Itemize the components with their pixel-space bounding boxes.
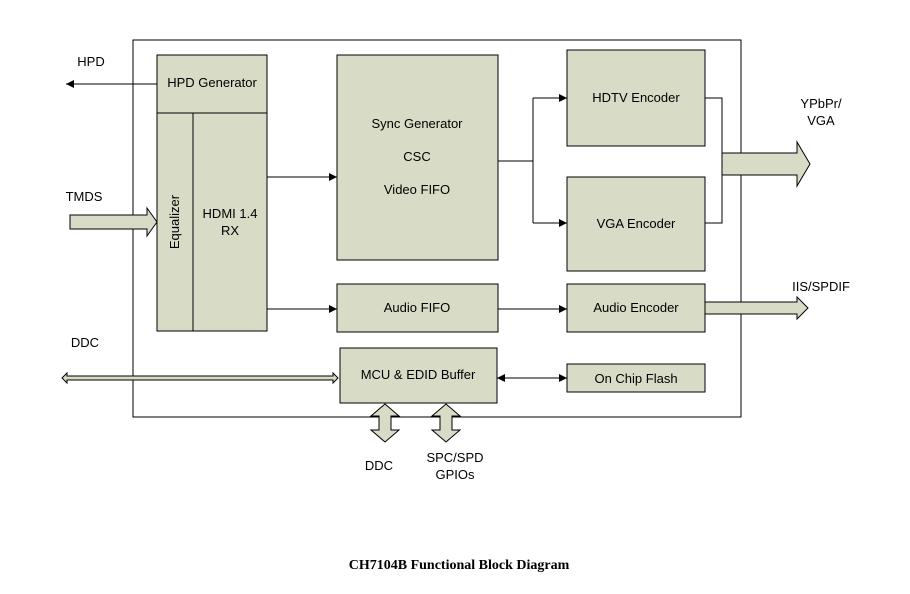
ypbpr-vga-output-arrow [721, 140, 811, 188]
ddc-bottom-arrow [369, 403, 401, 443]
hdmi-rx-block: HDMI 1.4 RX [192, 112, 268, 332]
audio-fifo-block: Audio FIFO [336, 283, 499, 333]
hpd-generator-block: HPD Generator [156, 54, 268, 114]
ddc-bidirectional-arrow [61, 371, 339, 385]
tmds-signal-label: TMDS [66, 189, 103, 204]
csc-label: CSC [403, 149, 430, 164]
video-fifo-label: Video FIFO [384, 182, 450, 197]
equalizer-block: Equalizer [156, 112, 194, 332]
ypbpr-vga-label-line2: VGA [807, 113, 835, 128]
vga-encoder-block: VGA Encoder [566, 176, 706, 272]
vga-encoder-label: VGA Encoder [597, 216, 676, 231]
spc-spd-label-line1: SPC/SPD [426, 450, 483, 465]
mcu-edid-buffer-label: MCU & EDID Buffer [361, 367, 476, 382]
hdmi-rx-label-line1: HDMI 1.4 [203, 206, 258, 221]
diagram-title: CH7104B Functional Block Diagram [349, 558, 570, 573]
mcu-edid-buffer-block: MCU & EDID Buffer [339, 347, 498, 404]
iis-spdif-signal-label: IIS/SPDIF [792, 279, 850, 294]
audio-fifo-label: Audio FIFO [384, 300, 450, 315]
tmds-input-arrow [69, 206, 158, 238]
ypbpr-vga-label-line1: YPbPr/ [800, 96, 842, 111]
hdtv-encoder-block: HDTV Encoder [566, 49, 706, 147]
equalizer-label: Equalizer [167, 194, 182, 249]
spc-spd-gpio-arrow [430, 403, 462, 443]
on-chip-flash-block: On Chip Flash [566, 363, 706, 393]
hdtv-encoder-label: HDTV Encoder [592, 90, 680, 105]
hdmi-rx-label-line2: RX [221, 223, 239, 238]
sync-csc-fifo-block: Sync Generator CSC Video FIFO [336, 54, 499, 261]
sync-generator-label: Sync Generator [371, 116, 463, 131]
hpd-generator-label: HPD Generator [167, 75, 257, 90]
ddc-left-signal-label: DDC [71, 335, 99, 350]
spc-spd-label-line2: GPIOs [435, 467, 475, 482]
hpd-signal-label: HPD [77, 54, 104, 69]
ddc-bottom-signal-label: DDC [365, 458, 393, 473]
audio-encoder-label: Audio Encoder [593, 300, 679, 315]
iis-spdif-output-arrow [704, 295, 809, 321]
on-chip-flash-label: On Chip Flash [594, 371, 677, 386]
audio-encoder-block: Audio Encoder [566, 283, 706, 333]
